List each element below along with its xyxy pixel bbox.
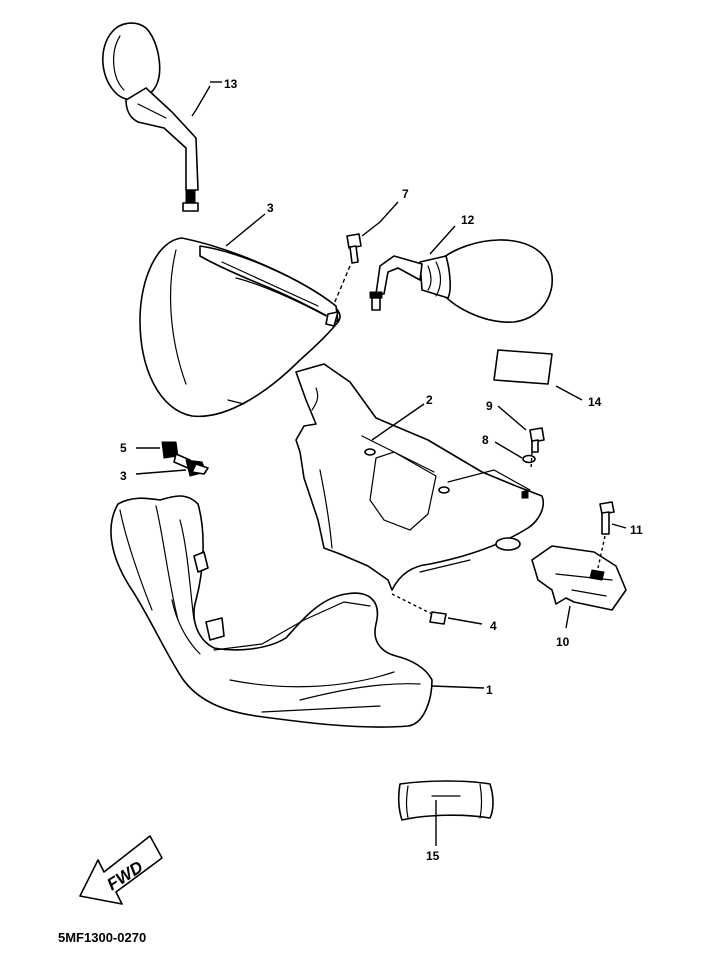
part-10-bracket (531, 545, 627, 611)
callout-8: 8 (482, 433, 489, 447)
part-9-screw (529, 427, 545, 453)
part-1-front-cover (110, 495, 433, 728)
callout-11: 11 (630, 523, 643, 537)
part-7-screw (346, 233, 362, 264)
fwd-direction-arrow: FWD (79, 835, 163, 905)
callout-4: 4 (490, 619, 497, 633)
callout-labels: 13 3 7 12 14 2 9 8 11 10 5 3 4 1 15 (120, 77, 643, 863)
callout-10: 10 (556, 635, 570, 649)
callout-3: 3 (267, 201, 274, 215)
callout-1: 1 (486, 683, 493, 697)
part-14-label (493, 349, 553, 385)
part-5-nut (161, 441, 191, 469)
leader-lines (135, 81, 627, 846)
part-12-right-mirror (369, 239, 553, 323)
part-3-washer (185, 459, 209, 477)
part-3-windscreen (139, 237, 341, 418)
callout-9: 9 (486, 399, 493, 413)
callout-5: 5 (120, 441, 127, 455)
callout-2: 2 (426, 393, 433, 407)
part-4-screw (429, 611, 447, 625)
drawing-code: 5MF1300-0270 (58, 930, 146, 945)
callout-14: 14 (588, 395, 602, 409)
part-2-inner-panel (295, 363, 544, 591)
part-13-left-mirror (102, 22, 199, 212)
callout-7: 7 (402, 187, 409, 201)
callout-12: 12 (461, 213, 475, 227)
callout-13: 13 (224, 77, 238, 91)
part-8-washer (522, 454, 536, 464)
part-11-bolt (599, 501, 615, 535)
callout-3-washer: 3 (120, 469, 127, 483)
callout-15: 15 (426, 849, 440, 863)
part-15-grip (397, 780, 494, 821)
